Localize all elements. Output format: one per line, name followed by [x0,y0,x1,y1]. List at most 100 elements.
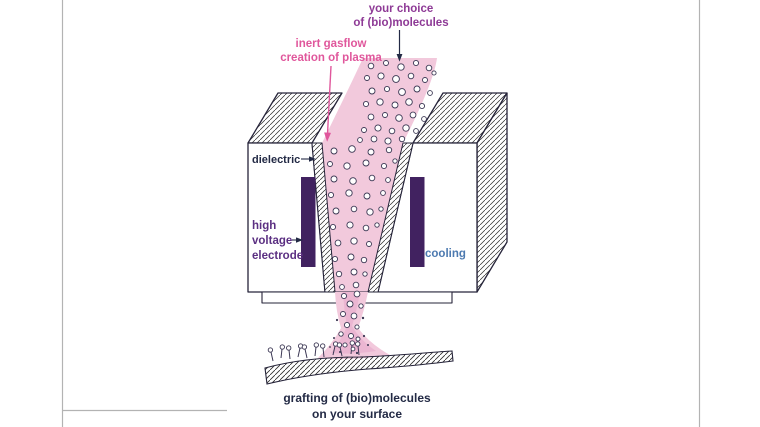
label-dielectric: dielectric [252,154,300,166]
grafted-molecule-stem [314,346,317,357]
electrode-left [301,177,316,267]
molecule-bubble-icon [349,177,357,185]
molecule-bubble-icon [355,336,361,342]
molecule-bubble-icon [329,223,337,231]
molecule-bubble-icon [361,127,367,133]
molecule-bubble-icon [347,253,355,261]
molecule-bubble-icon [334,239,342,247]
molecule-dot-icon [355,351,359,355]
caption-line2: on your surface [312,407,402,421]
molecule-bubble-icon [392,158,398,164]
molecule-bubble-icon [376,98,384,106]
molecule-bubble-icon [340,311,346,317]
molecule-bubble-icon [380,190,386,196]
molecule-dot-icon [333,337,335,339]
slide-border [61,0,701,427]
molecule-bubble-icon [339,284,345,290]
grafted-molecule-icon [349,340,355,346]
grafted-molecule-icon [286,345,292,351]
molecule-bubble-icon [407,72,415,80]
molecule-dot-icon [335,318,339,322]
molecule-bubble-icon [412,59,420,67]
molecule-bubble-icon [354,324,360,330]
grafted-molecule-icon [355,341,361,347]
molecule-dot-icon [329,346,331,348]
grafted-molecule-icon [313,342,319,348]
label-your-choice-line2: of (bio)molecules [353,17,448,29]
molecule-bubble-icon [350,237,358,245]
grafted-molecule-icon [301,344,308,350]
molecule-bubble-icon [398,135,406,143]
molecule-bubble-icon [374,124,382,132]
molecule-bubble-icon [384,137,392,145]
label-electrode-line3: electrode [252,250,303,262]
molecule-bubble-icon [367,148,375,156]
molecule-bubble-icon [413,128,419,134]
molecule-bubble-icon [345,189,353,197]
grafted-molecule-stem [270,351,274,362]
molecule-bubble-icon [402,124,410,132]
molecule-bubble-icon [427,90,433,96]
molecule-bubble-icon [413,85,421,93]
molecule-bubble-icon [348,333,354,339]
grafted-molecule-stem [297,347,301,358]
molecule-bubble-icon [340,292,348,300]
molecule-bubble-icon [382,112,388,118]
molecule-bubble-icon [364,75,370,81]
grafted-molecules-group [267,340,361,362]
molecule-bubble-icon [346,221,354,229]
grafted-molecule-stem [288,349,291,360]
molecule-dot-icon [361,316,365,320]
molecule-bubble-icon [357,137,363,143]
molecule-bubble-icon [327,161,333,167]
molecule-bubble-icon [362,100,370,108]
molecule-bubble-icon [362,224,370,232]
grafted-molecule-stem [280,348,283,359]
molecule-bubble-icon [368,87,376,95]
molecule-bubble-icon [335,270,343,278]
plasma-jet-core [331,292,376,354]
molecule-bubble-icon [346,300,354,308]
molecule-bubble-icon [330,175,338,183]
molecule-bubble-icon [362,159,370,167]
grafted-molecule-icon [267,347,274,353]
molecule-bubble-icon [367,113,375,121]
molecule-bubble-icon [392,75,400,83]
molecule-bubble-icon [331,255,339,263]
molecule-bubble-icon [422,77,428,83]
arrow-gasflow [324,65,332,142]
electrode-right [410,177,425,267]
molecule-bubble-icon [330,147,338,155]
molecule-bubble-icon [343,162,351,170]
caption-line1: grafting of (bio)molecules [283,391,431,405]
label-gasflow-line1: inert gasflow [296,38,367,50]
molecule-dot-icon [339,351,341,353]
label-cooling: cooling [425,248,466,260]
label-electrode-line1: high [252,220,276,232]
plasma-stream-upper [322,58,437,292]
molecule-bubble-icon [350,205,358,213]
molecule-bubble-icon [350,268,358,276]
molecule-bubble-icon [405,98,413,106]
molecule-bubble-icon [343,321,351,329]
sample-surface [264,350,454,385]
molecule-bubble-icon [368,174,376,182]
molecule-bubble-icon [395,114,403,122]
molecule-bubble-icon [378,206,384,212]
molecule-bubble-icon [377,72,385,80]
molecule-bubble-icon [385,146,393,154]
label-gasflow-line2: creation of plasma [280,52,382,64]
molecule-bubble-icon [391,101,399,109]
grafted-molecule-icon [279,344,285,350]
molecule-dot-icon [362,334,366,338]
molecule-bubble-icon [338,331,344,337]
molecule-bubble-icon [383,85,391,93]
grafted-molecule-icon [320,343,326,349]
molecule-bubble-icon [366,241,372,247]
grafted-molecule-stem [304,348,308,359]
molecule-bubble-icon [362,271,368,277]
molecule-bubble-icon [431,70,437,76]
molecule-bubble-icon [358,303,364,309]
molecule-bubble-icon [350,312,358,320]
